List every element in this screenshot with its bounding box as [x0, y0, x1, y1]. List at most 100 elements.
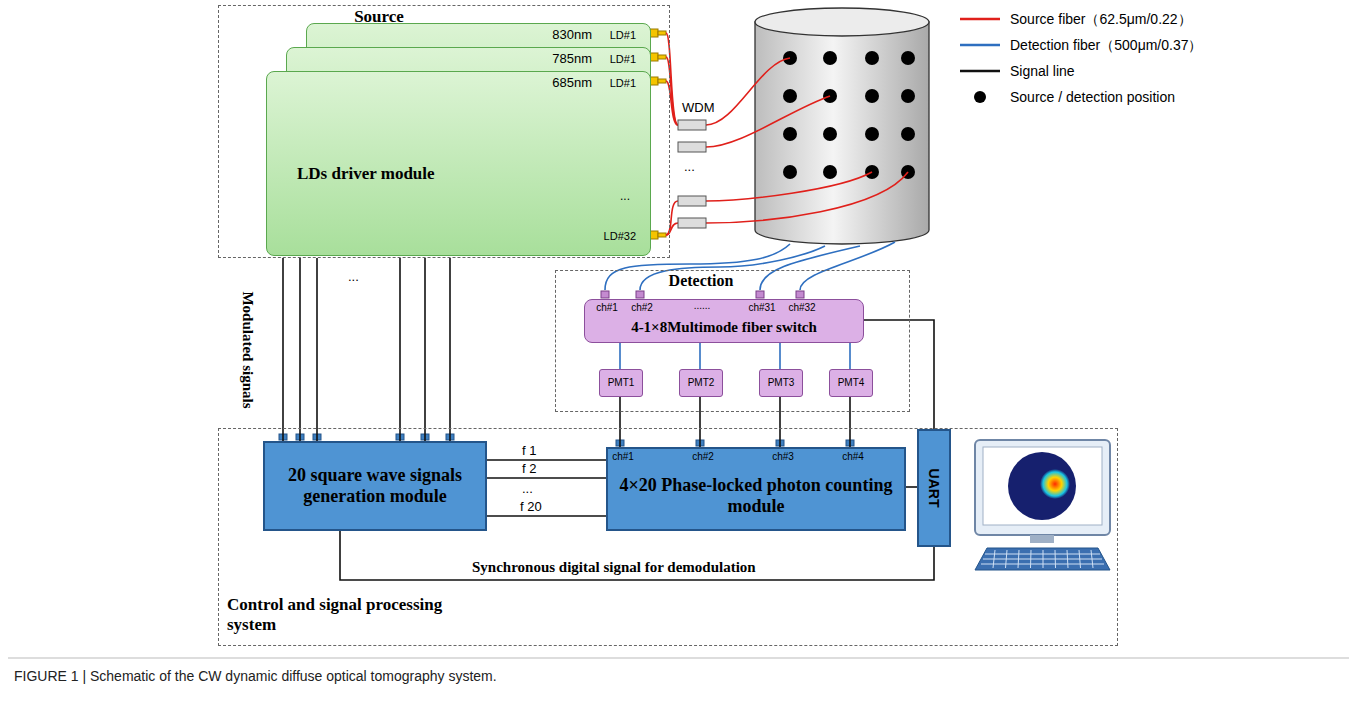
signal-line — [849, 397, 851, 447]
source-detection-position — [901, 89, 915, 103]
signal-line — [316, 258, 318, 441]
port — [756, 291, 764, 298]
source-detection-position — [783, 127, 797, 141]
node-label: ch#4 — [842, 451, 864, 463]
source-detection-position — [823, 127, 837, 141]
node-label: PMT3 — [766, 370, 796, 396]
node-label: 830nm — [552, 28, 592, 43]
fiber-switch: ch#1ch#2......ch#31ch#324-1×8Multimode f… — [584, 299, 864, 343]
detection-fiber — [779, 343, 781, 369]
fiber-connector — [658, 233, 666, 237]
wdm-couplers — [678, 120, 706, 228]
source-detection-position — [823, 51, 837, 65]
node-label: 4×20 Phase-locked photon counting module — [614, 467, 898, 525]
node-label: ... — [620, 190, 630, 204]
group-title: Detection — [669, 272, 734, 290]
legend: Source fiber（62.5μm/0.22）Detection fiber… — [958, 6, 1203, 110]
source-fiber — [666, 201, 678, 235]
annotation: ... — [522, 482, 533, 497]
monitor — [975, 440, 1110, 535]
legend-item: Source / detection position — [958, 84, 1203, 110]
legend-text: Detection fiber（500μm/0.37） — [1010, 37, 1203, 53]
signal-line — [424, 258, 426, 441]
node-label: ch#1 — [612, 451, 634, 463]
source-detection-position — [865, 89, 879, 103]
fiber-connector — [658, 55, 666, 59]
source-fiber — [666, 33, 678, 125]
annotation: ... — [348, 270, 359, 285]
node-label: LD#1 — [610, 53, 636, 66]
source-detection-position — [823, 165, 837, 179]
pmt-box: PMT1 — [599, 369, 643, 397]
cylinder-top — [755, 8, 929, 36]
group-title: Source — [354, 7, 404, 27]
figure-caption: FIGURE 1 | Schematic of the CW dynamic d… — [14, 668, 497, 684]
source-detection-position — [783, 165, 797, 179]
legend-item: Detection fiber（500μm/0.37） — [958, 32, 1203, 58]
fiber-connector — [650, 231, 658, 239]
node-label: ch#3 — [772, 451, 794, 463]
signal-line — [906, 486, 917, 488]
node-label: 685nm — [552, 76, 592, 91]
image-spot — [1040, 469, 1070, 499]
legend-sample — [958, 63, 1002, 79]
cylinder-body — [755, 22, 929, 244]
edge-label: f 2 — [520, 462, 538, 477]
detection-fiber — [699, 343, 701, 369]
source-detection-position — [865, 127, 879, 141]
wdm-coupler — [678, 120, 706, 130]
pmt-box: PMT4 — [829, 369, 873, 397]
wdm-coupler — [678, 218, 706, 228]
node-label: ch#32 — [788, 302, 815, 314]
source-fiber — [706, 58, 790, 125]
source-fiber — [666, 57, 678, 125]
node-label: ch#2 — [631, 302, 653, 314]
group-box: ch#1ch#2......ch#31ch#324-1×8Multimode f… — [555, 270, 910, 412]
node-label: ch#2 — [692, 451, 714, 463]
detection-fiber — [760, 246, 860, 290]
signal-label: Modulated signals — [238, 291, 255, 408]
signal-line — [340, 531, 934, 580]
counting-module: ch#1 ch#2 ch#3 ch#4 4×20 Phase-locked photon… — [606, 447, 906, 531]
detection-fiber — [640, 246, 825, 290]
fiber-connector — [650, 29, 658, 37]
laser-connectors — [650, 29, 666, 239]
signal-line — [487, 477, 606, 479]
legend-text: Signal line — [1010, 63, 1075, 79]
source-fiber — [706, 172, 872, 201]
source-detection-position — [901, 51, 915, 65]
screen — [983, 447, 1102, 525]
signal-line — [619, 397, 621, 447]
node-label: 4-1×8Multimode fiber switch — [591, 314, 857, 341]
source-detection-position — [865, 51, 879, 65]
monitor-stand — [1030, 535, 1054, 543]
annotation: ... — [684, 160, 695, 175]
source-detection-position — [783, 89, 797, 103]
group-box: 830nmLD#1785nmLD#1685nmLD#1LDs driver mo… — [218, 5, 670, 258]
legend-sample — [958, 89, 1002, 105]
legend-sample — [958, 37, 1002, 53]
node-label: LD#32 — [604, 230, 636, 243]
signal-line — [449, 258, 451, 441]
port — [796, 291, 804, 298]
fiber-connector — [650, 77, 658, 85]
source-fibers — [666, 33, 908, 235]
legend-item: Signal line — [958, 58, 1203, 84]
switch-ports — [601, 291, 804, 298]
fiber-connector — [658, 79, 666, 83]
node-label: UART — [926, 469, 942, 508]
signal-line — [282, 258, 284, 441]
source-detection-position — [901, 127, 915, 141]
node-label: PMT1 — [606, 370, 636, 396]
edge-label: f 20 — [518, 500, 544, 515]
node-label: ...... — [694, 300, 711, 312]
node-label: 785nm — [552, 52, 592, 67]
fiber-connector — [650, 53, 658, 61]
node-label: ch#31 — [748, 302, 775, 314]
keyboard-keys — [981, 550, 1104, 568]
generator-module: 20 square wave signals generation module — [263, 441, 487, 531]
signal-line — [864, 320, 934, 429]
annotation: WDM — [682, 101, 715, 116]
pmt-box: PMT2 — [679, 369, 723, 397]
